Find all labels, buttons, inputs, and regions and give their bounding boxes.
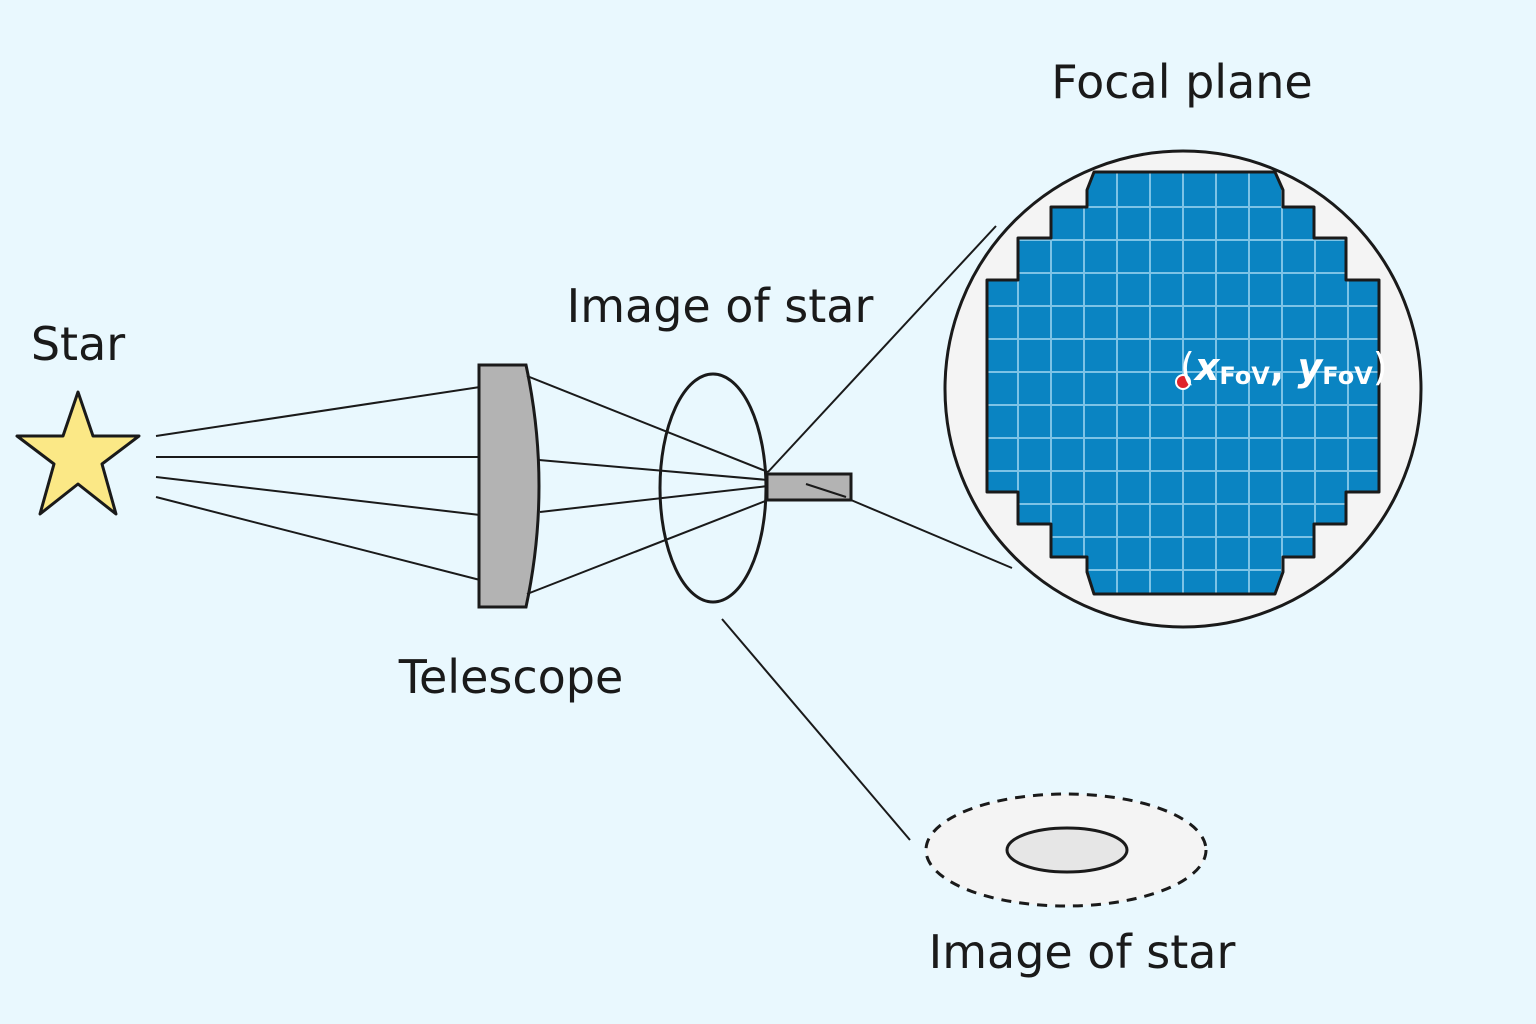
converging-light-rays [526,375,769,595]
pointer-line [721,618,911,841]
star-position-marker [1175,374,1191,390]
incoming-light-rays [155,386,481,581]
telescope-label: Telescope [398,650,624,704]
fov-coordinate-label: (xFoV, yFoV) [1180,345,1388,390]
zoom-lines [767,225,1013,569]
detector-bar [765,472,853,502]
image-of-star-bottom-label: Image of star [929,925,1236,979]
focal-plane-label: Focal plane [1051,55,1312,109]
star-core [1005,826,1129,874]
image-of-star-top-label: Image of star [567,279,874,333]
telescope-mirror [477,363,541,609]
star-icon [15,390,141,516]
star-label: Star [31,317,125,371]
